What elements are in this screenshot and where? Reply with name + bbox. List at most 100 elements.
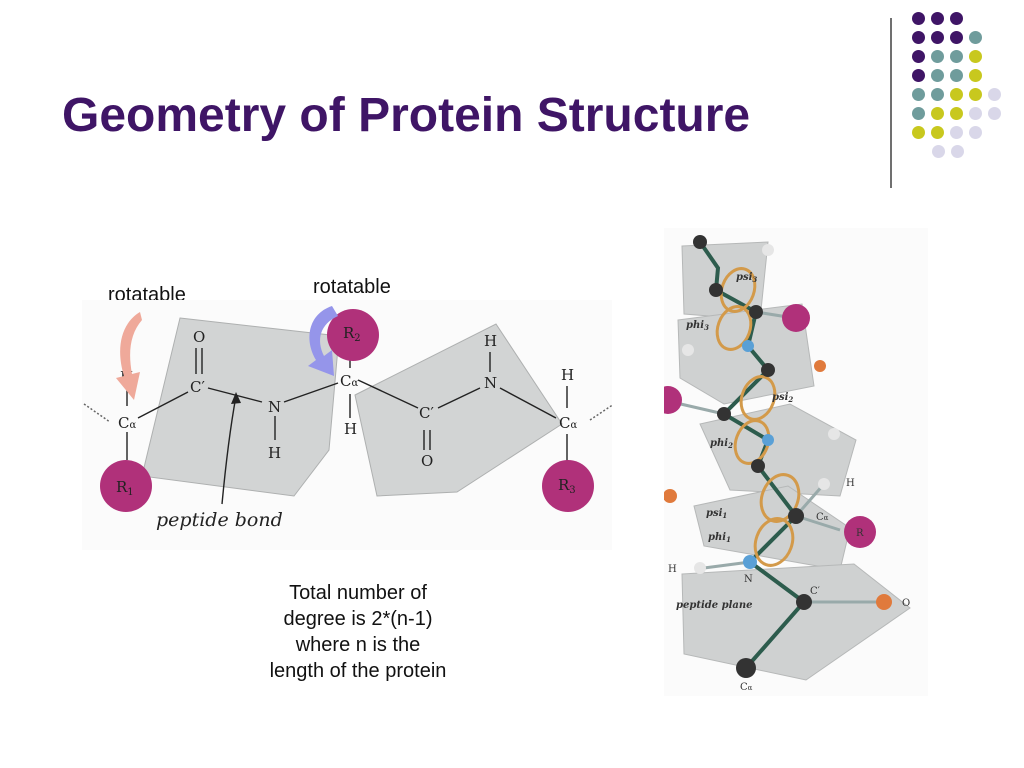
- helix-label-psi2: psi2: [772, 392, 793, 404]
- decor-dot: [951, 145, 964, 158]
- decor-dot: [950, 50, 963, 63]
- decor-dot: [969, 31, 982, 44]
- helix-label-peptide-plane: peptide plane: [676, 600, 753, 611]
- r3-group-circle: [542, 460, 594, 512]
- atom-n-left: N: [268, 398, 281, 416]
- helix-atom: [761, 363, 775, 377]
- degrees-of-freedom-note: Total number of degree is 2*(n-1) where …: [238, 580, 478, 684]
- decor-dot: [969, 69, 982, 82]
- decor-dot: [912, 31, 925, 44]
- atom-h-n-right: H: [484, 332, 497, 350]
- note-line-1: Total number of: [289, 582, 427, 604]
- rotation-arrow-right-icon: [308, 306, 338, 376]
- helix-plane-2: [677, 303, 815, 405]
- decor-dot: [931, 107, 944, 120]
- helix-plane-3: [699, 403, 857, 497]
- helix-label-o: O: [902, 598, 910, 609]
- decor-dot: [931, 12, 944, 25]
- decor-dot: [912, 12, 925, 25]
- note-line-3: where n is the: [295, 634, 421, 656]
- chain-end-right: [589, 404, 612, 421]
- peptide-plane-right: [354, 323, 563, 497]
- peptide-bond-label: peptide bond: [156, 509, 283, 531]
- atom-ca3: Cα: [559, 414, 577, 432]
- rotation-arrow-left-icon: [116, 312, 142, 400]
- atom-n-right: N: [484, 374, 497, 392]
- helix-atom: [664, 489, 677, 503]
- atom-h-n-left: H: [268, 444, 281, 462]
- helix-atom: [828, 428, 840, 440]
- decor-dot: [950, 126, 963, 139]
- helix-atom: [796, 594, 812, 610]
- r1-group-circle: [100, 460, 152, 512]
- phi1-ring: [753, 517, 795, 567]
- helix-atom: [762, 244, 774, 256]
- helix-atom: [694, 562, 706, 574]
- decor-dot: [950, 107, 963, 120]
- helix-r-group: [664, 386, 682, 414]
- chain-end-left: [83, 403, 111, 423]
- helix-atom: [876, 594, 892, 610]
- peptide-bond-arrowhead: [231, 392, 241, 404]
- helix-atom: [693, 235, 707, 249]
- psi3-ring: [719, 267, 757, 313]
- decor-dot: [912, 107, 925, 120]
- helix-atom: [743, 555, 757, 569]
- decor-dot: [950, 12, 963, 25]
- phi2-ring: [733, 419, 771, 465]
- r2-group-circle: [327, 309, 379, 361]
- peptide-bond-pointer: [221, 395, 237, 505]
- phi3-ring: [715, 305, 753, 351]
- dipeptide-diagram: O C′ N H H Cα Cα H C′ O H N H Cα R1 R2 R…: [82, 300, 612, 550]
- helix-label-h-top: H: [846, 478, 855, 489]
- decor-dot: [912, 50, 925, 63]
- helix-atom: [736, 658, 756, 678]
- helix-backbone-diagram: psi3 phi3 psi2 phi2 psi1 phi1 H Cα R H N…: [664, 228, 928, 696]
- slide-title: Geometry of Protein Structure: [62, 89, 751, 142]
- helix-r-group: [782, 304, 810, 332]
- atom-o-bottom: O: [421, 452, 433, 470]
- decor-dot: [969, 50, 982, 63]
- r1-label: R1: [116, 478, 134, 498]
- helix-label-phi2: phi2: [710, 438, 733, 450]
- decor-dot: [988, 107, 1001, 120]
- helix-label-phi1: phi1: [708, 532, 731, 544]
- decor-dot: [931, 50, 944, 63]
- decor-dot: [932, 145, 945, 158]
- helix-label-c-prime: C′: [810, 586, 821, 597]
- helix-plane-5: [681, 563, 911, 681]
- helix-atom: [751, 459, 765, 473]
- decor-dot: [912, 126, 925, 139]
- atom-ca1: Cα: [118, 414, 136, 432]
- helix-r-group: [844, 516, 876, 548]
- decor-dot: [969, 107, 982, 120]
- decor-dot: [969, 88, 982, 101]
- helix-plane-4: [693, 485, 851, 571]
- decor-dot: [988, 88, 1001, 101]
- decor-dot: [931, 31, 944, 44]
- decor-dot: [931, 126, 944, 139]
- atom-h-ca3: H: [561, 366, 574, 384]
- decor-dot: [969, 126, 982, 139]
- title-divider-line: [890, 18, 892, 188]
- note-line-4: length of the protein: [269, 660, 447, 682]
- atom-h-ca2: H: [344, 420, 357, 438]
- helix-atom: [814, 360, 826, 372]
- helix-label-h-left: H: [668, 564, 677, 575]
- helix-atom: [762, 434, 774, 446]
- helix-label-n: N: [744, 574, 753, 585]
- rotatable-label-right: rotatable: [313, 276, 391, 298]
- helix-label-psi1: psi1: [706, 508, 727, 520]
- helix-label-r: R: [856, 528, 864, 539]
- atom-c-prime-left: C′: [190, 378, 205, 396]
- atom-c-prime-right: C′: [419, 404, 434, 422]
- r3-label: R3: [558, 476, 576, 496]
- helix-label-psi3: psi3: [736, 272, 757, 284]
- helix-atom: [717, 407, 731, 421]
- helix-label-phi3: phi3: [686, 320, 709, 332]
- helix-atom: [818, 478, 830, 490]
- helix-atom: [788, 508, 804, 524]
- helix-label-ca: Cα: [816, 512, 829, 523]
- decor-dot: [950, 88, 963, 101]
- helix-atom: [682, 344, 694, 356]
